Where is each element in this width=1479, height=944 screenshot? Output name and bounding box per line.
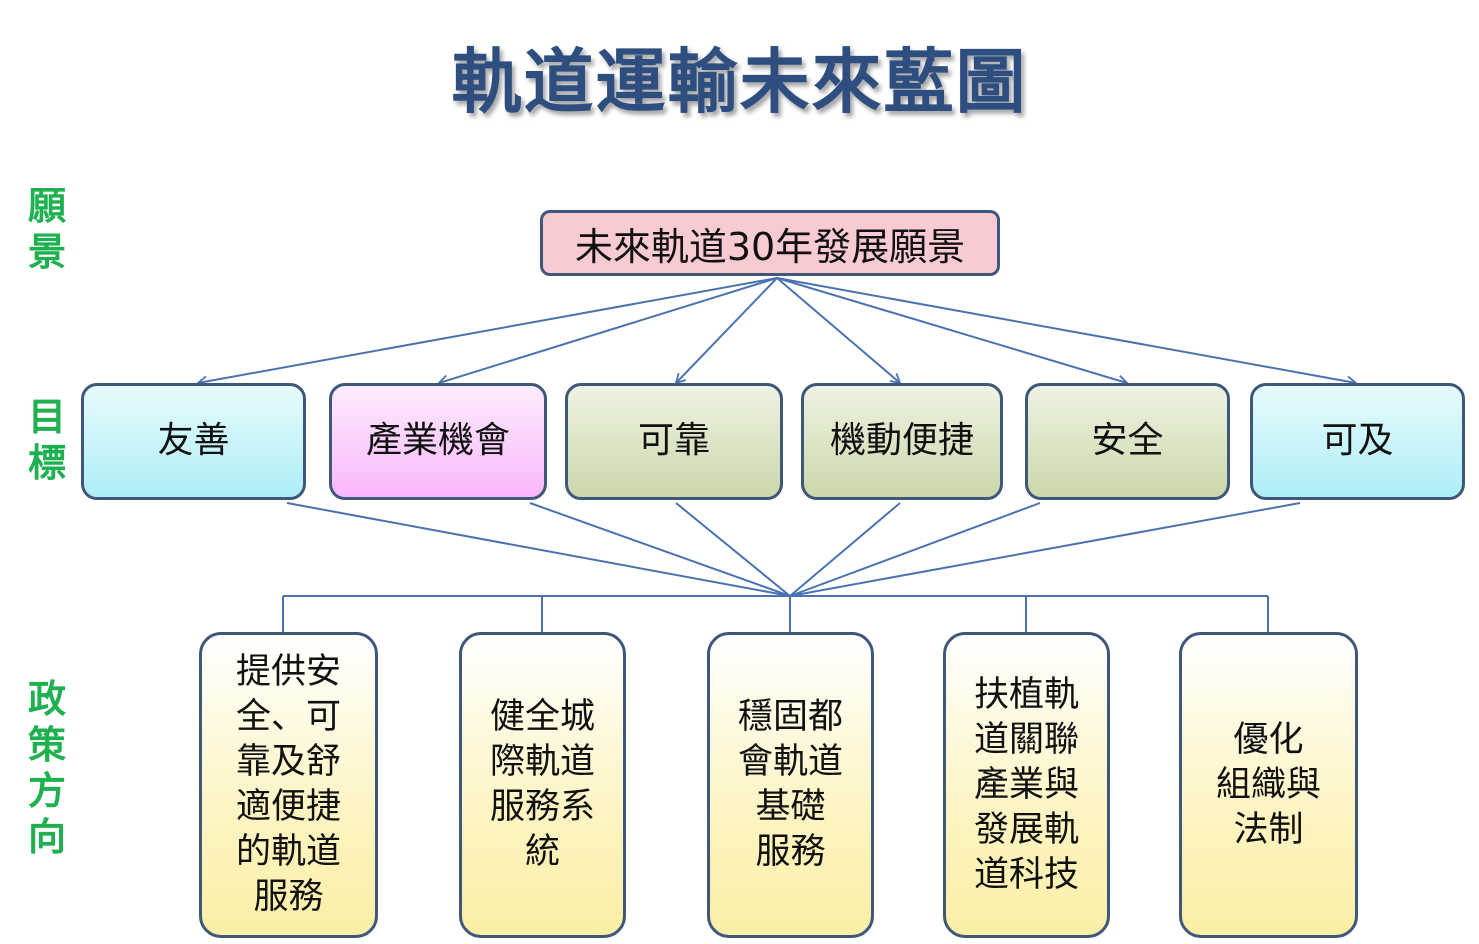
vision-side-label: 願 景 [27, 184, 66, 274]
policy-box-3: 穩固都 會軌道 基礎 服務 [707, 632, 874, 938]
goals-side-label: 目 標 [27, 395, 66, 485]
arrow-to-goal-6 [776, 277, 1358, 388]
goal-5-convergence-line [789, 502, 1041, 597]
policy-box-2: 健全城 際軌道 服務系 統 [459, 632, 626, 938]
vision-box: 未來軌道30年發展願景 [540, 210, 1000, 276]
policy-box-5: 優化 組織與 法制 [1179, 632, 1358, 938]
goal-box-mobility: 機動便捷 [801, 383, 1003, 500]
goal-box-friendly: 友善 [81, 383, 306, 500]
arrow-to-goal-3 [674, 277, 778, 385]
goal-6-convergence-line [789, 502, 1301, 597]
goal-box-accessible: 可及 [1250, 383, 1465, 500]
policy-box-1: 提供安 全、可 靠及舒 適便捷 的軌道 服務 [199, 632, 378, 938]
goal-1-convergence-line [286, 502, 791, 597]
policy-box-4: 扶植軌 道關聯 產業與 發展軌 道科技 [943, 632, 1110, 938]
goal-4-convergence-line [789, 502, 901, 597]
goal-box-safety: 安全 [1025, 383, 1230, 500]
goal-box-reliable: 可靠 [565, 383, 783, 500]
policy-side-label: 政 策 方 向 [27, 677, 66, 859]
arrow-to-goal-1 [196, 277, 778, 388]
goal-box-industry: 產業機會 [329, 383, 547, 500]
goal-3-convergence-line [675, 502, 791, 597]
goal-2-convergence-line [529, 502, 791, 597]
arrow-to-goal-5 [776, 277, 1129, 387]
arrow-to-goal-2 [437, 277, 778, 386]
page-title: 軌道運輸未來藍圖 [451, 41, 1028, 123]
arrow-to-goal-4 [776, 277, 902, 385]
